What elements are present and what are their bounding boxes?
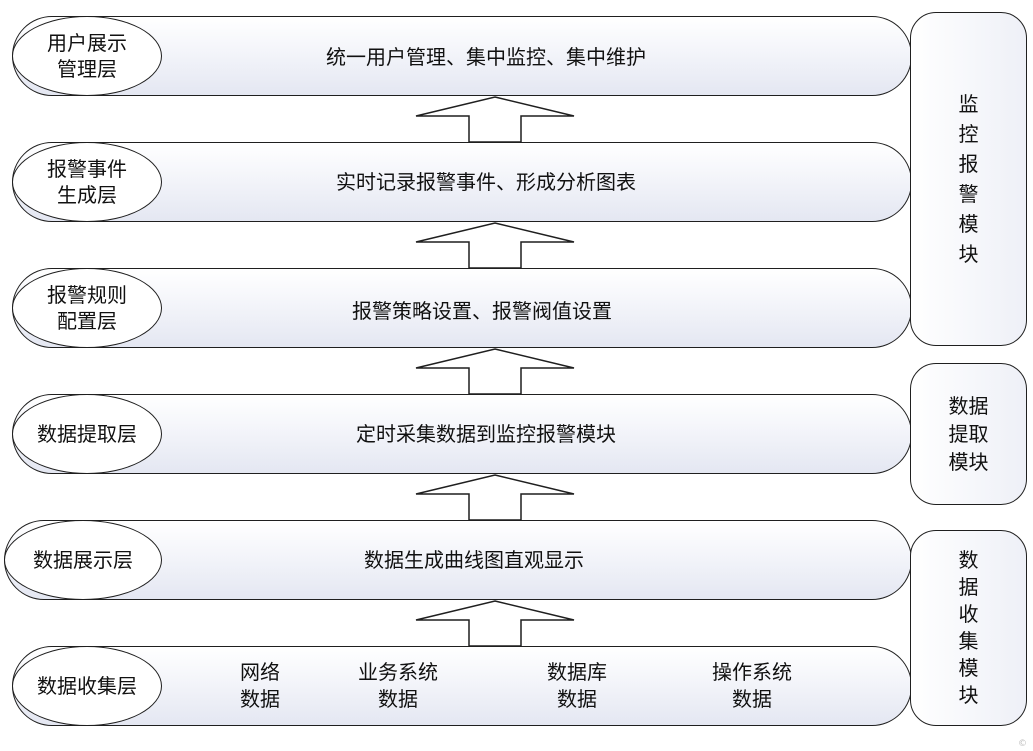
- up-arrow-icon: [415, 96, 575, 142]
- layer-bar-alarm-event: [12, 142, 912, 222]
- layer-label-alarm-rule: 报警规则 配置层: [12, 268, 162, 348]
- layer-bar-user-display: [12, 16, 912, 96]
- layer-bar-alarm-rule: [12, 268, 912, 348]
- layer-label-user-display: 用户展示 管理层: [12, 16, 162, 96]
- layer-label-data-collect: 数据收集层: [12, 646, 162, 726]
- up-arrow-icon: [415, 600, 575, 646]
- layer-desc-alarm-rule: 报警策略设置、报警阀值设置: [352, 299, 612, 323]
- layer-label-data-extract: 数据提取层: [12, 394, 162, 474]
- up-arrow-icon: [415, 474, 575, 520]
- layer-label-data-display: 数据展示层: [4, 520, 162, 600]
- layer-desc-alarm-event: 实时记录报警事件、形成分析图表: [336, 170, 636, 194]
- watermark-mark: ©: [1018, 739, 1027, 749]
- source-network-data: 网络 数据: [240, 660, 280, 711]
- source-database-data: 数据库 数据: [547, 660, 607, 711]
- layer-desc-user-display: 统一用户管理、集中监控、集中维护: [326, 45, 646, 69]
- up-arrow-icon: [415, 222, 575, 268]
- module-monitor-alarm: 监 控 报 警 模 块: [910, 12, 1027, 346]
- source-business-system-data: 业务系统 数据: [358, 660, 438, 711]
- module-data-extract: 数据 提取 模块: [910, 363, 1027, 505]
- layer-bar-data-collect: [12, 646, 912, 726]
- layer-desc-data-extract: 定时采集数据到监控报警模块: [356, 422, 616, 446]
- module-data-collect: 数 据 收 集 模 块: [910, 530, 1027, 726]
- layer-bar-data-extract: [12, 394, 912, 474]
- layer-desc-data-display: 数据生成曲线图直观显示: [364, 548, 584, 572]
- layer-label-alarm-event: 报警事件 生成层: [12, 142, 162, 222]
- up-arrow-icon: [415, 348, 575, 394]
- source-os-data: 操作系统 数据: [712, 660, 792, 711]
